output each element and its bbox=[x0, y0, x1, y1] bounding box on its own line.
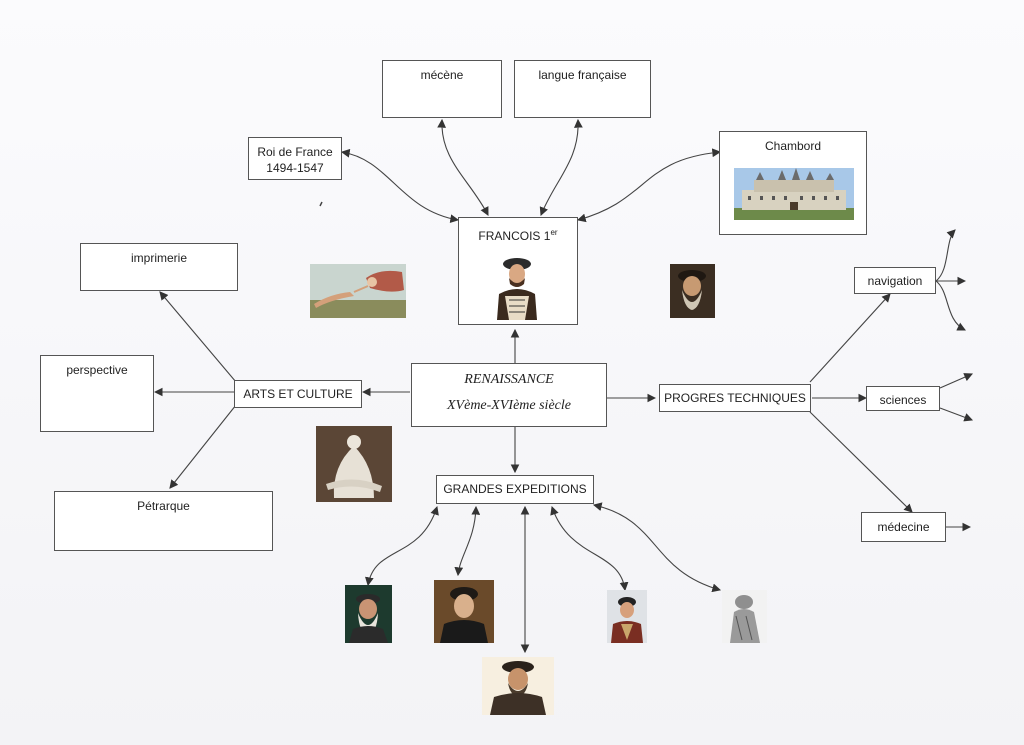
explorer-engraving-5-image bbox=[722, 590, 767, 643]
expeditions-node: GRANDES EXPEDITIONS bbox=[436, 475, 594, 504]
medecine-node: médecine bbox=[861, 512, 946, 542]
chambord-label: Chambord bbox=[764, 139, 822, 153]
sciences-label: sciences bbox=[879, 393, 927, 407]
langue-label: langue française bbox=[538, 68, 627, 82]
perspective-label: perspective bbox=[66, 363, 128, 377]
imprimerie-label: imprimerie bbox=[130, 251, 187, 265]
mecene-label: mécène bbox=[420, 68, 464, 82]
roi-line1: Roi de France bbox=[257, 145, 333, 159]
creation-adam-fresco-image bbox=[310, 264, 406, 318]
expeditions-label: GRANDES EXPEDITIONS bbox=[443, 482, 587, 496]
chateau-chambord-image bbox=[734, 168, 854, 220]
explorer-portrait-1-image bbox=[345, 585, 392, 643]
francois-label: FRANCOIS 1er bbox=[478, 228, 558, 243]
imprimerie-node: imprimerie bbox=[80, 243, 238, 291]
pieta-sculpture-image bbox=[316, 426, 392, 502]
explorer-portrait-4-image bbox=[482, 657, 554, 715]
center-title: RENAISSANCE bbox=[464, 372, 554, 387]
perspective-node: perspective bbox=[40, 355, 154, 432]
francois-name: FRANCOIS 1 bbox=[478, 229, 551, 243]
petrarque-node: Pétrarque bbox=[54, 491, 273, 551]
progres-label: PROGRES TECHNIQUES bbox=[664, 391, 806, 405]
mecene-node: mécène bbox=[382, 60, 502, 118]
petrarque-label: Pétrarque bbox=[137, 499, 190, 513]
explorer-portrait-3-image bbox=[607, 590, 647, 643]
arts-label: ARTS ET CULTURE bbox=[243, 387, 353, 401]
langue-node: langue française bbox=[514, 60, 651, 118]
explorer-portrait-2-image bbox=[434, 580, 494, 643]
navigation-label: navigation bbox=[867, 274, 923, 288]
leonard-de-vinci-portrait-image bbox=[670, 264, 715, 318]
progres-node: PROGRES TECHNIQUES bbox=[659, 384, 811, 412]
sciences-node: sciences bbox=[866, 386, 940, 411]
center-subtitle: XVème-XVIème siècle bbox=[447, 398, 571, 413]
renaissance-node: RENAISSANCE XVème-XVIème siècle bbox=[411, 363, 607, 427]
francois-sup: er bbox=[550, 228, 558, 237]
roi-node: Roi de France 1494-1547 bbox=[248, 137, 342, 180]
roi-line2: 1494-1547 bbox=[266, 161, 324, 175]
navigation-node: navigation bbox=[854, 267, 936, 294]
arts-node: ARTS ET CULTURE bbox=[234, 380, 362, 408]
medecine-label: médecine bbox=[877, 520, 930, 534]
portrait-francois-1er-image bbox=[491, 254, 543, 320]
